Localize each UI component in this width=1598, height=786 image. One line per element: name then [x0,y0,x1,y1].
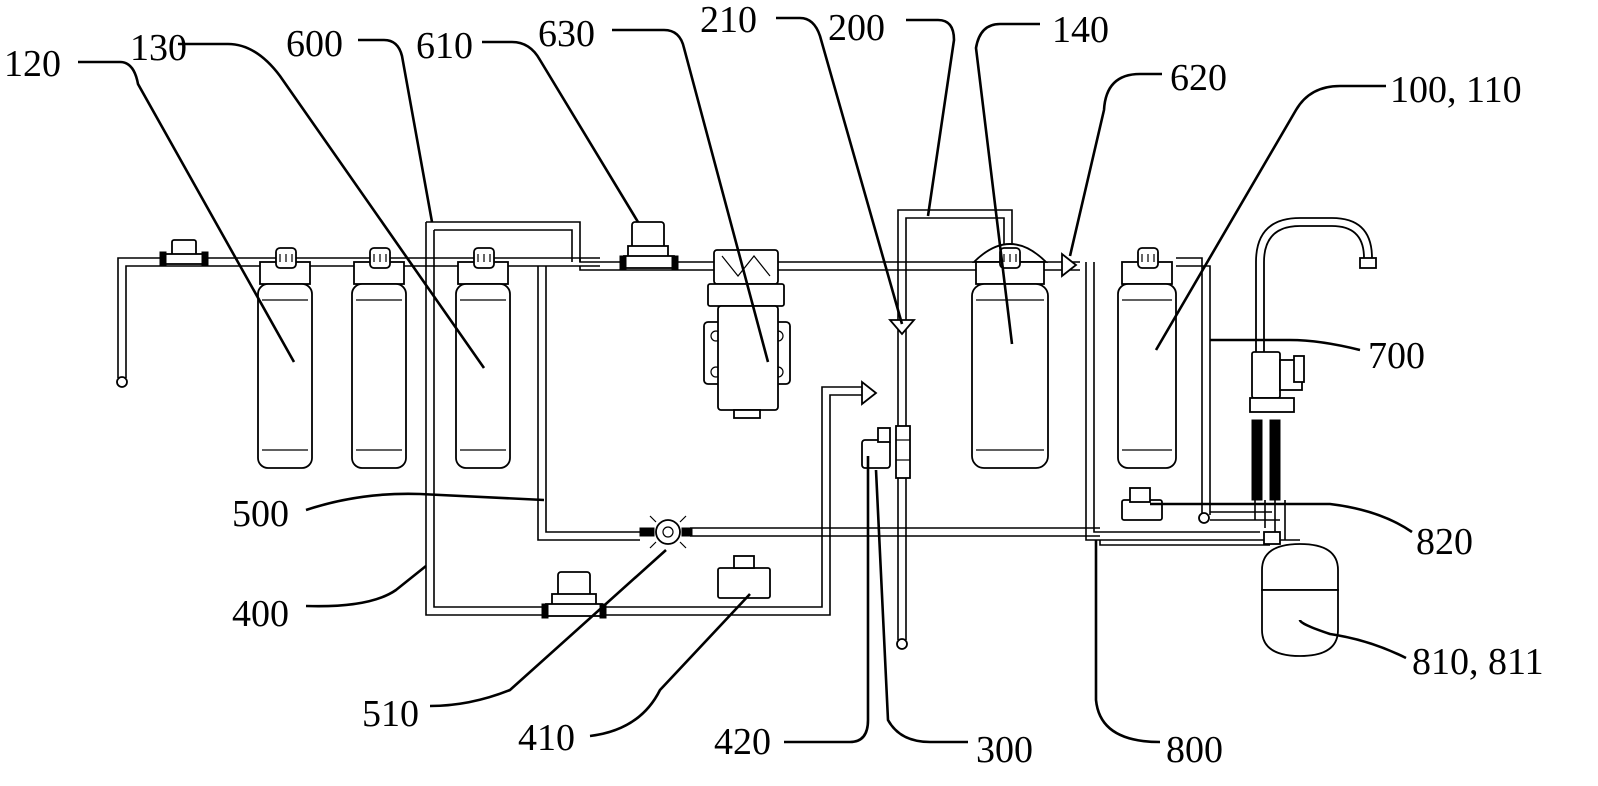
pipe-network [116,209,1300,650]
label-510: 510 [362,693,419,735]
label-630: 630 [538,13,595,55]
reference-labels: 120 130 600 610 630 210 200 140 620 100,… [4,0,1544,771]
label-610: 610 [416,25,473,67]
check-valve-620 [1061,252,1078,278]
label-420: 420 [714,721,771,763]
label-400: 400 [232,593,289,635]
component-410 [717,555,771,599]
filter-cartridge-130a [351,247,407,469]
label-810-811: 810, 811 [1412,641,1544,683]
filter-cartridge-120 [257,247,313,469]
label-820: 820 [1416,521,1473,563]
label-120: 120 [4,43,61,85]
label-140: 140 [1052,9,1109,51]
filter-cartridge-100-110 [1117,247,1177,469]
label-700: 700 [1368,335,1425,377]
label-800: 800 [1166,729,1223,771]
leader-lines [78,16,1413,744]
solenoid-valve-400 [541,571,607,619]
label-300: 300 [976,729,1033,771]
label-500: 500 [232,493,289,535]
valve-820 [1121,487,1210,524]
inlet-solenoid-valve [159,239,209,267]
valve-510 [639,515,693,549]
solenoid-valve-610 [619,221,679,271]
label-200: 200 [828,7,885,49]
booster-pump-630 [703,249,791,419]
faucet-700 [1249,217,1377,501]
label-100-110: 100, 110 [1390,69,1522,111]
label-620: 620 [1170,57,1227,99]
label-410: 410 [518,717,575,759]
filter-cartridge-140 [971,243,1049,469]
label-130: 130 [130,27,187,69]
filter-cartridge-130b [455,247,511,469]
label-210: 210 [700,0,757,41]
check-valve-420 [861,380,878,406]
label-600: 600 [286,23,343,65]
pressure-tank-810-811 [1261,531,1339,657]
